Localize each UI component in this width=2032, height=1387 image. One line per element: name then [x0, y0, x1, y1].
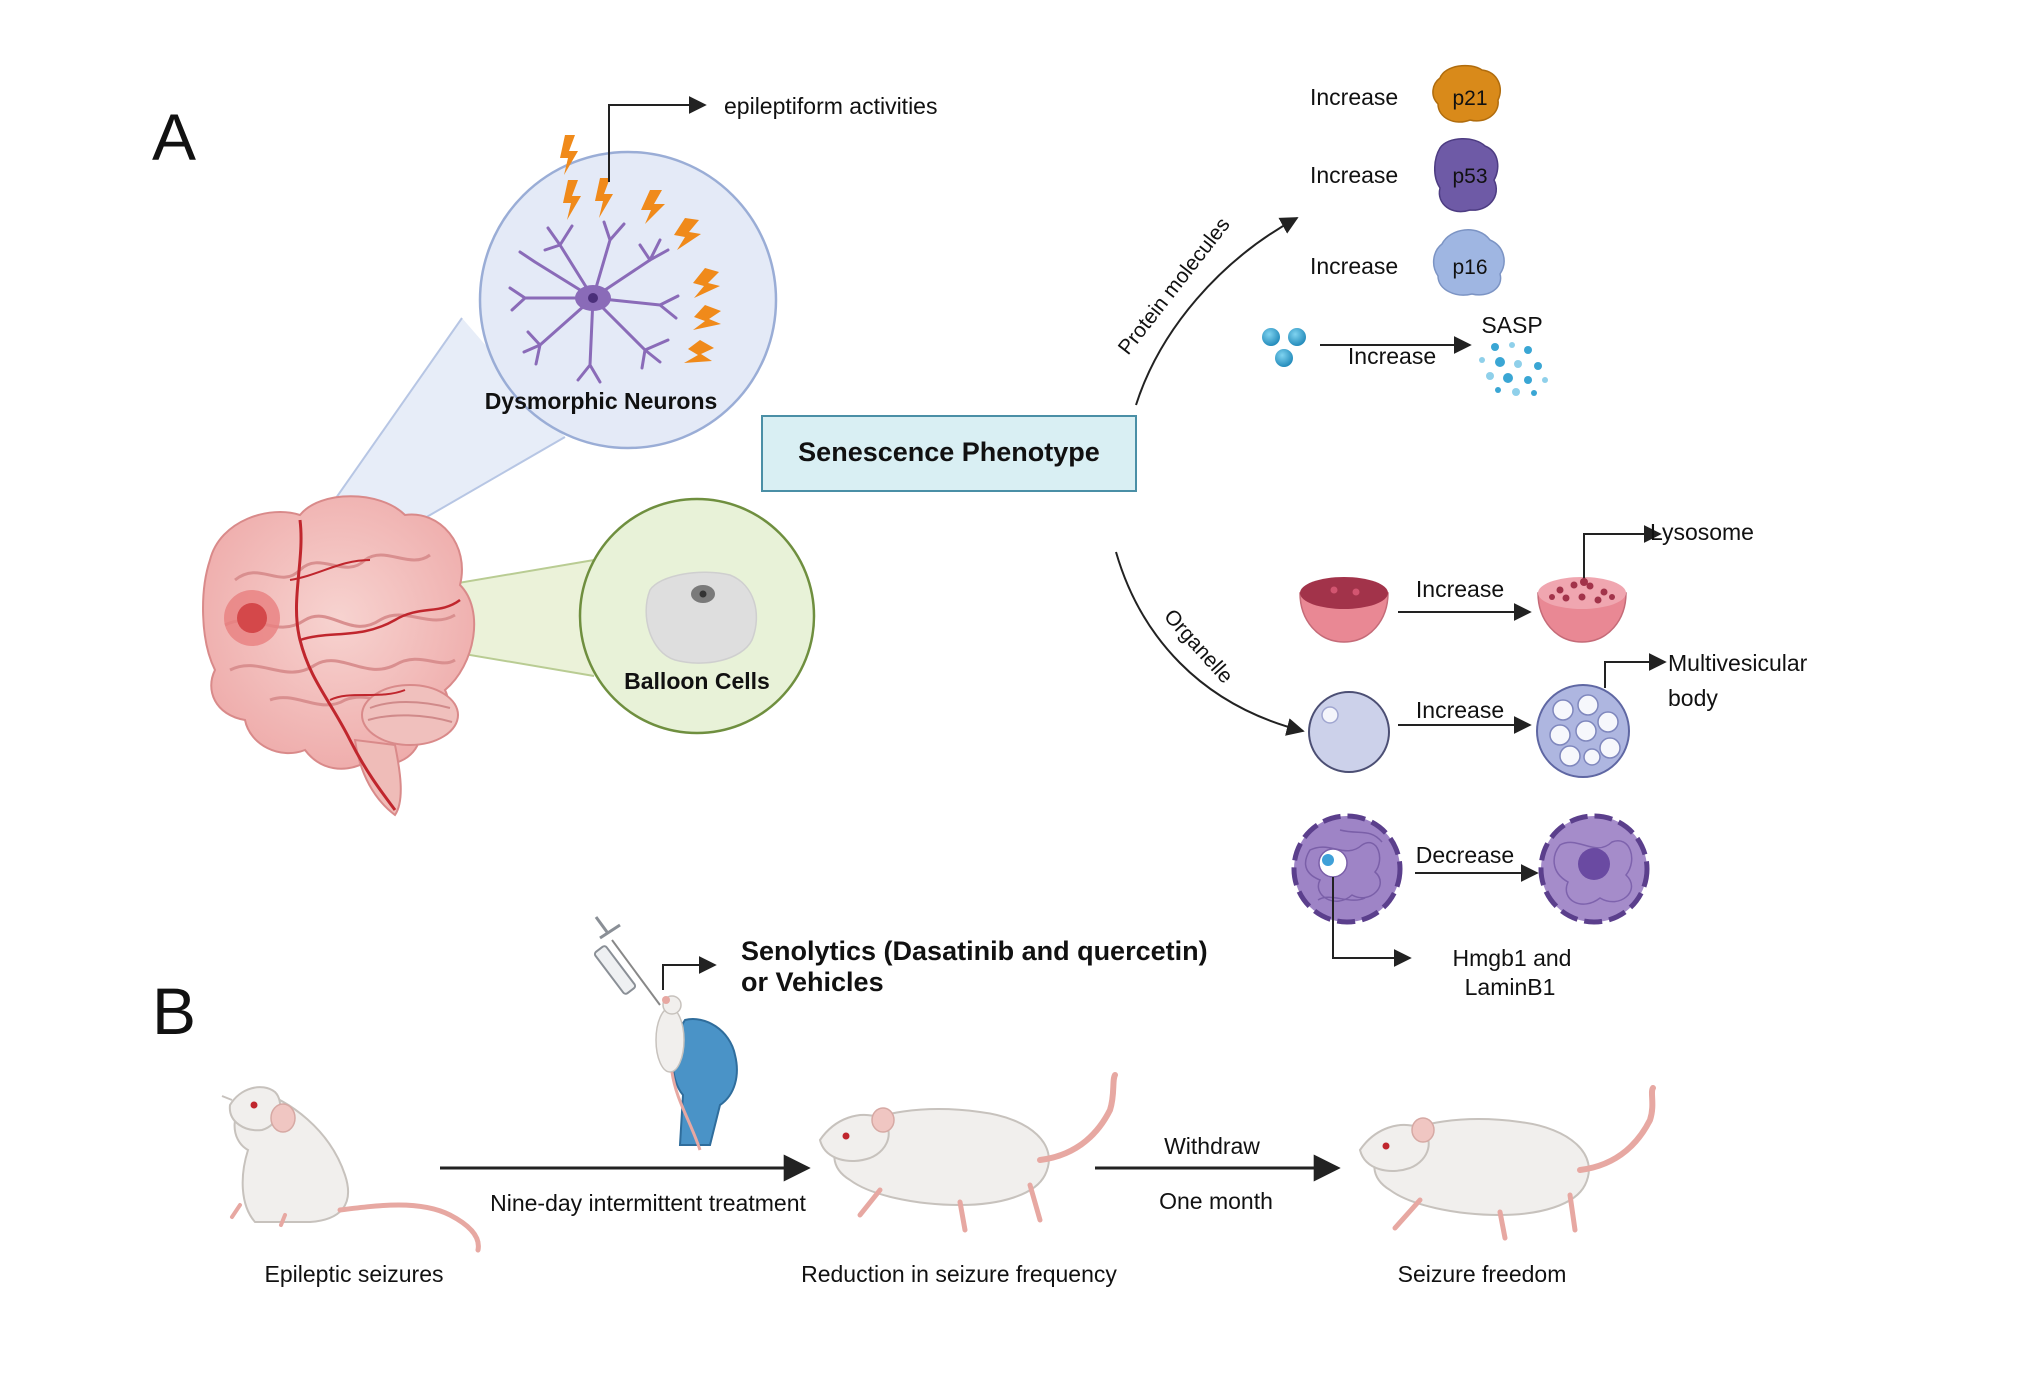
held-mouse-icon — [655, 995, 702, 1151]
p21-label: p21 — [1452, 87, 1487, 110]
withdraw-label: Withdraw — [1164, 1133, 1260, 1159]
nucleus-before-icon — [1291, 813, 1403, 925]
treatment-label: Nine-day intermittent treatment — [490, 1190, 806, 1216]
protein-branch-arrow — [1135, 217, 1299, 406]
rat-freedom-icon — [1358, 1085, 1656, 1241]
epileptiform-arrow — [608, 96, 707, 182]
mvb-action: Increase — [1416, 697, 1504, 723]
bolt-icons — [560, 135, 721, 363]
p21-protein-icon — [1432, 64, 1502, 123]
nucleus-label-line1: Hmgb1 and — [1453, 945, 1572, 971]
nucleus-action: Decrease — [1416, 842, 1514, 868]
p53-label: p53 — [1452, 165, 1487, 188]
p53-protein-icon — [1434, 138, 1499, 213]
p16-label: p16 — [1452, 256, 1487, 279]
stage1-label: Epileptic seizures — [265, 1261, 444, 1287]
lysosome-pointer — [1583, 525, 1662, 582]
p21-action: Increase — [1310, 84, 1398, 110]
stage2-label: Reduction in seizure frequency — [801, 1261, 1117, 1287]
senescence-phenotype-label: Senescence Phenotype — [798, 437, 1100, 467]
nucleus-after-icon — [1538, 813, 1650, 925]
organelle-branch-label: Organelle — [1159, 605, 1237, 688]
dysmorphic-neuron-circle — [478, 150, 778, 450]
rat-reduction-icon — [818, 1072, 1118, 1233]
mvb-after-icon — [1536, 684, 1630, 778]
one-month-label: One month — [1159, 1188, 1273, 1214]
nucleus-label-line2: LaminB1 — [1465, 974, 1556, 1000]
sasp-source-dots — [1262, 328, 1306, 367]
senescence-phenotype-box — [761, 415, 1137, 492]
lysosome-action: Increase — [1416, 576, 1504, 602]
mvb-pointer — [1604, 653, 1667, 688]
p16-protein-icon — [1432, 229, 1505, 296]
panel-a-letter: A — [152, 100, 196, 174]
senolytics-line2: or Vehicles — [741, 967, 884, 997]
senolytics-pointer — [662, 956, 717, 990]
balloon-label: Balloon Cells — [624, 668, 770, 694]
lysosome-after-icon — [1537, 577, 1627, 643]
sasp-scatter-dots — [1479, 342, 1548, 396]
nucleus-pointer — [1332, 877, 1412, 967]
p16-action: Increase — [1310, 253, 1398, 279]
p53-action: Increase — [1310, 162, 1398, 188]
panel-b-letter: B — [152, 974, 196, 1048]
senolytics-line1: Senolytics (Dasatinib and quercetin) — [741, 936, 1208, 966]
lysosome-before-icon — [1299, 577, 1389, 643]
sasp-label: SASP — [1481, 312, 1542, 338]
lysosome-label: Lysosome — [1650, 519, 1754, 545]
mvb-label-line2: body — [1668, 685, 1718, 711]
syringe-icon — [593, 916, 661, 1006]
mvb-label-line1: Multivesicular — [1668, 650, 1808, 676]
organelle-branch-arrow — [1115, 551, 1305, 736]
sasp-action: Increase — [1348, 343, 1436, 369]
dysmorphic-label: Dysmorphic Neurons — [485, 388, 718, 414]
protein-branch-label: Protein molecules — [1114, 213, 1235, 359]
rat-epileptic-icon — [221, 1086, 481, 1253]
balloon-cell-body — [645, 571, 758, 664]
stage3-label: Seizure freedom — [1398, 1261, 1567, 1287]
mvb-before-icon — [1308, 691, 1390, 773]
epileptiform-label: epileptiform activities — [724, 93, 937, 119]
brain-illustration — [202, 495, 476, 817]
